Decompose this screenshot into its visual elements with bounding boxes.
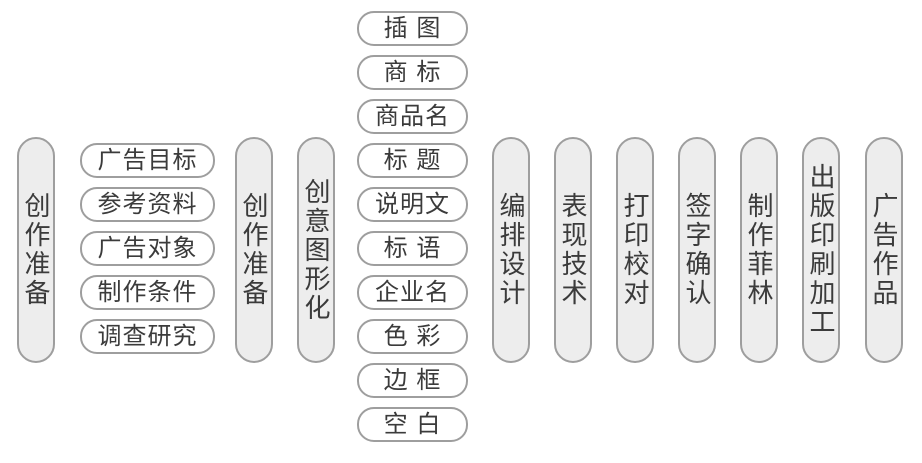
item-pill-label: 商 标: [383, 58, 442, 86]
item-pill-research-survey: 调查研究: [80, 319, 215, 354]
item-pill-label: 说明文: [375, 190, 450, 218]
item-pill-product-name: 商品名: [357, 99, 468, 134]
item-pill-production-conditions: 制作条件: [80, 275, 215, 310]
stage-pill-presentation-technique: 表现技术: [554, 137, 592, 363]
item-pill-label: 空 白: [383, 410, 442, 438]
item-pill-reference-materials: 参考资料: [80, 187, 215, 222]
item-pill-border-frame: 边 框: [357, 363, 468, 398]
item-pill-label: 插 图: [383, 14, 442, 42]
stage-pill-layout-design: 编排设计: [492, 137, 530, 363]
stage-pill-label: 编排设计: [496, 192, 526, 308]
item-pill-body-copy: 说明文: [357, 187, 468, 222]
stage-pill-final-ad-work: 广告作品: [865, 137, 903, 363]
stage-pill-creation-preparation-2: 创作准备: [235, 137, 273, 363]
item-pill-label: 标 题: [383, 146, 442, 174]
stage-pill-film-production: 制作菲林: [740, 137, 778, 363]
item-pill-label: 标 语: [383, 234, 442, 262]
stage-pill-label: 表现技术: [558, 192, 588, 308]
creative-elements-list: 插 图 商 标 商品名 标 题 说明文 标 语 企业名 色 彩 边 框 空 白: [357, 11, 468, 442]
item-pill-trademark: 商 标: [357, 55, 468, 90]
item-pill-label: 商品名: [375, 102, 450, 130]
item-pill-white-space: 空 白: [357, 407, 468, 442]
stage-pill-signature-confirmation: 签字确认: [678, 137, 716, 363]
stage-pill-label: 创作准备: [239, 192, 269, 308]
stage-pill-label: 创意图形化: [301, 177, 331, 323]
item-pill-company-name: 企业名: [357, 275, 468, 310]
stage-pill-label: 创作准备: [21, 192, 51, 308]
item-pill-headline: 标 题: [357, 143, 468, 178]
item-pill-color: 色 彩: [357, 319, 468, 354]
stage-pill-label: 打印校对: [620, 192, 650, 308]
item-pill-label: 参考资料: [97, 190, 198, 218]
item-pill-illustration: 插 图: [357, 11, 468, 46]
item-pill-ad-target: 广告对象: [80, 231, 215, 266]
stage-pill-label: 签字确认: [682, 192, 712, 308]
item-pill-label: 企业名: [375, 278, 450, 306]
stage-pill-label: 出版印刷加工: [806, 163, 836, 337]
item-pill-label: 调查研究: [97, 322, 198, 350]
stage-pill-creation-preparation-1: 创作准备: [17, 137, 55, 363]
item-pill-slogan: 标 语: [357, 231, 468, 266]
stage-pill-print-proofing: 打印校对: [616, 137, 654, 363]
item-pill-label: 色 彩: [383, 322, 442, 350]
item-pill-label: 制作条件: [97, 278, 198, 306]
stage-pill-label: 广告作品: [869, 192, 899, 308]
item-pill-label: 广告对象: [97, 234, 198, 262]
stage-pill-label: 制作菲林: [744, 192, 774, 308]
item-pill-ad-objective: 广告目标: [80, 143, 215, 178]
item-pill-label: 广告目标: [97, 146, 198, 174]
item-pill-label: 边 框: [383, 366, 442, 394]
stage-pill-publish-print-processing: 出版印刷加工: [802, 137, 840, 363]
stage-pill-creative-visualization: 创意图形化: [297, 137, 335, 363]
preparation-items-list: 广告目标 参考资料 广告对象 制作条件 调查研究: [80, 143, 215, 354]
